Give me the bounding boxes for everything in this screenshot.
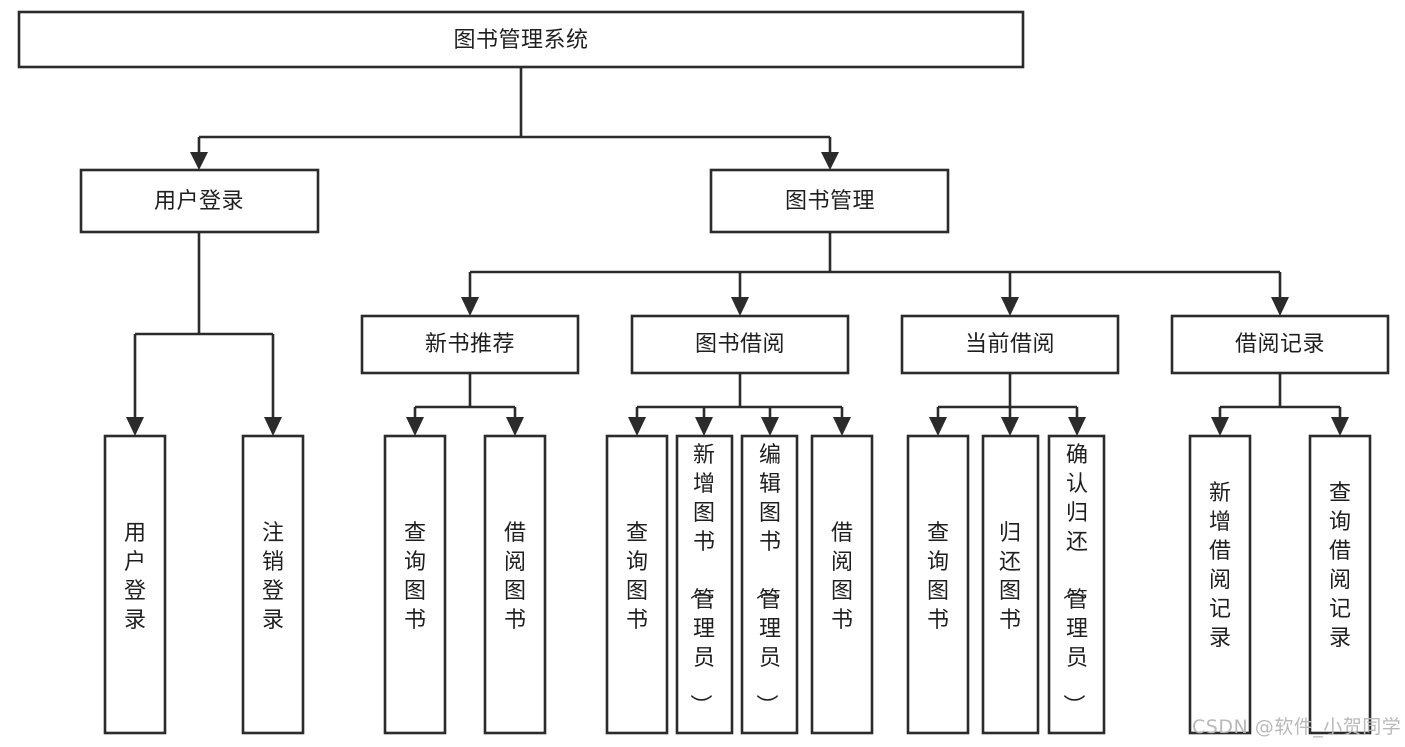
node-borrow-record-box[interactable] — [1170, 314, 1390, 375]
node-book-borrow-box[interactable] — [630, 314, 850, 375]
arrowhead-leaf-logout — [264, 417, 282, 436]
arrowhead-nbr-leaf2 — [506, 417, 524, 436]
leaf-cb-confirm-return-box[interactable] — [1047, 434, 1106, 735]
arrowhead-bb-leaf2 — [695, 417, 713, 436]
node-new-book-rec-box[interactable] — [360, 314, 580, 375]
leaf-br-query-record-box[interactable] — [1308, 434, 1372, 735]
node-user-login-label: 用户登录 — [154, 189, 244, 214]
leaf-cb-return-book-label: 归还图书 — [999, 521, 1021, 633]
connector-group-current-borrow — [929, 373, 1086, 436]
leaf-br-add-record-label: 新增借阅记录 — [1209, 481, 1231, 651]
leaf-br-add-record-box[interactable] — [1188, 434, 1252, 735]
node-current-borrow-label: 当前借阅 — [965, 332, 1055, 357]
watermark-label: CSDN @软件_小贺同学 — [1192, 716, 1401, 738]
arrowhead-current-borrow — [1001, 297, 1019, 316]
connector-group-borrow-record — [1211, 373, 1349, 436]
leaf-user-login[interactable]: 用户登录 — [103, 434, 167, 735]
arrowhead-cb-leaf1 — [929, 417, 947, 436]
node-book-manage-label: 图书管理 — [785, 189, 875, 214]
arrowhead-book-borrow — [731, 297, 749, 316]
node-current-borrow-box[interactable] — [900, 314, 1120, 375]
leaf-bb-edit-book-label: 编辑图书（管理员） — [753, 443, 781, 716]
leaf-bb-query-book[interactable]: 查询图书 — [605, 434, 669, 735]
connector-group-user-login — [126, 232, 282, 436]
leaf-logout[interactable]: 注销登录 — [241, 434, 305, 735]
node-user-login-box[interactable] — [79, 168, 320, 234]
leaf-bb-add-book[interactable]: 新增图书（管理员） — [675, 434, 734, 735]
leaf-br-query-record-label: 查询借阅记录 — [1329, 481, 1351, 651]
leaf-cb-query-book-box[interactable] — [906, 434, 970, 735]
leaf-bb-query-book-label: 查询图书 — [626, 521, 648, 633]
leaf-logout-box[interactable] — [241, 434, 305, 735]
leaf-nbr-query-book[interactable]: 查询图书 — [383, 434, 447, 735]
leaf-bb-borrow-book-box[interactable] — [810, 434, 874, 735]
connector-group-book-borrow — [628, 373, 851, 436]
arrowhead-leaf-user-login — [126, 417, 144, 436]
node-new-book-rec-label: 新书推荐 — [425, 332, 515, 357]
connector-group-book-manage — [461, 232, 1289, 316]
node-book-borrow-label: 图书借阅 — [695, 332, 785, 357]
leaf-bb-add-book-label: 新增图书（管理员） — [687, 443, 715, 716]
node-book-borrow[interactable]: 图书借阅 — [630, 314, 850, 375]
leaf-bb-edit-book-box[interactable] — [740, 434, 799, 735]
arrowhead-book-manage — [821, 152, 839, 170]
leaf-bb-add-book-box[interactable] — [675, 434, 734, 735]
leaf-logout-label: 注销登录 — [262, 521, 284, 633]
arrowhead-bb-leaf1 — [628, 417, 646, 436]
leaf-user-login-label: 用户登录 — [124, 521, 146, 633]
leaf-nbr-query-book-box[interactable] — [383, 434, 447, 735]
leaf-bb-edit-book[interactable]: 编辑图书（管理员） — [740, 434, 799, 735]
leaf-cb-confirm-return[interactable]: 确认归还（管理员） — [1047, 434, 1106, 735]
connector-group-root — [190, 67, 839, 170]
leaf-bb-borrow-book[interactable]: 借阅图书 — [810, 434, 874, 735]
leaf-bb-borrow-book-label: 借阅图书 — [831, 521, 853, 633]
node-book-manage[interactable]: 图书管理 — [709, 168, 950, 234]
node-root-label: 图书管理系统 — [453, 28, 588, 53]
leaf-cb-return-book-box[interactable] — [981, 434, 1040, 735]
leaf-cb-query-book[interactable]: 查询图书 — [906, 434, 970, 735]
leaf-cb-confirm-return-label: 确认归还（管理员） — [1060, 443, 1088, 716]
arrowhead-br-leaf2 — [1331, 417, 1349, 436]
arrowhead-user-login — [190, 152, 208, 170]
node-root-system[interactable]: 图书管理系统 — [17, 10, 1025, 69]
arrowhead-borrow-record — [1271, 297, 1289, 316]
arrowhead-cb-leaf3 — [1068, 417, 1086, 436]
leaf-bb-query-book-box[interactable] — [605, 434, 669, 735]
leaf-nbr-borrow-book[interactable]: 借阅图书 — [483, 434, 547, 735]
arrowhead-cb-leaf2 — [1001, 417, 1019, 436]
node-borrow-record-label: 借阅记录 — [1235, 332, 1325, 357]
node-new-book-rec[interactable]: 新书推荐 — [360, 314, 580, 375]
leaf-nbr-borrow-book-label: 借阅图书 — [504, 521, 526, 633]
leaf-cb-return-book[interactable]: 归还图书 — [981, 434, 1040, 735]
leaf-br-add-record[interactable]: 新增借阅记录 — [1188, 434, 1252, 735]
node-root-box[interactable] — [17, 10, 1025, 69]
leaf-br-query-record[interactable]: 查询借阅记录 — [1308, 434, 1372, 735]
arrowhead-nbr-leaf1 — [406, 417, 424, 436]
leaf-user-login-box[interactable] — [103, 434, 167, 735]
arrowhead-bb-leaf4 — [833, 417, 851, 436]
leaf-nbr-query-book-label: 查询图书 — [404, 521, 426, 633]
node-borrow-record[interactable]: 借阅记录 — [1170, 314, 1390, 375]
arrowhead-br-leaf1 — [1211, 417, 1229, 436]
connector-group-new-book-rec — [406, 373, 524, 436]
node-book-manage-box[interactable] — [709, 168, 950, 234]
node-current-borrow[interactable]: 当前借阅 — [900, 314, 1120, 375]
arrowhead-bb-leaf3 — [761, 417, 779, 436]
leaf-nbr-borrow-book-box[interactable] — [483, 434, 547, 735]
arrowhead-new-book-rec — [461, 297, 479, 316]
node-user-login[interactable]: 用户登录 — [79, 168, 320, 234]
leaf-cb-query-book-label: 查询图书 — [927, 521, 949, 633]
